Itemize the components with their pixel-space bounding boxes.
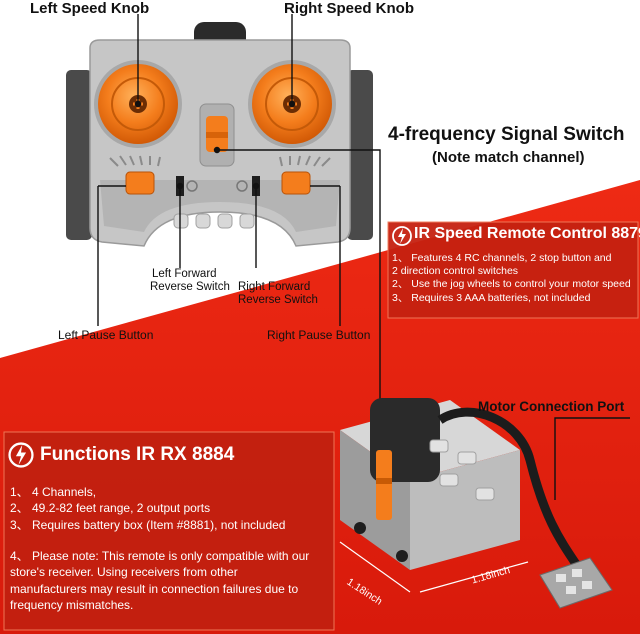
list-item: 2、 Use the jog wheels to control your mo… — [392, 278, 631, 291]
list-item: 2 direction control switches — [392, 265, 519, 278]
label-right-speed-knob: Right Speed Knob — [284, 0, 414, 17]
label-left-pause: Left Pause Button — [58, 328, 154, 342]
remote-control — [66, 22, 373, 247]
functions-panel-title: Functions IR RX 8884 — [40, 444, 235, 465]
list-item: 1、 Features 4 RC channels, 2 stop button… — [392, 252, 612, 264]
list-item: 3、 Requires 3 AAA batteries, not include… — [392, 291, 591, 304]
note-line: frequency mismatches. — [10, 597, 134, 612]
ir-panel-title: IR Speed Remote Control 8879 — [414, 225, 640, 242]
label-motor-port: Motor Connection Port — [478, 399, 625, 414]
ir-remote-panel: IR Speed Remote Control 8879 1、 Features… — [388, 222, 640, 318]
list-item: 1、 4 Channels, — [10, 485, 97, 499]
ir-panel-list: 1、 Features 4 RC channels, 2 stop button… — [392, 252, 631, 305]
note-line: 4、 Please note: This remote is only comp… — [10, 549, 310, 563]
label-left-forward-line1: Left Forward — [152, 268, 217, 280]
functions-panel-list: 1、 4 Channels, 2、 49.2-82 feet range, 2 … — [10, 484, 286, 533]
label-left-forward-reverse: Left Forward Reverse Switch — [150, 268, 230, 294]
label-signal-switch-note: (Note match channel) — [432, 149, 585, 166]
list-item: 3、 Requires battery box (Item #8881), no… — [10, 517, 286, 532]
label-right-forward-line1: Right Forward — [238, 281, 311, 293]
note-line: store's receiver. Using receivers from o… — [10, 565, 238, 580]
lightning-bolt-icon — [8, 442, 34, 468]
label-right-forward-reverse: Right Forward Reverse Switch — [238, 281, 318, 307]
label-right-pause: Right Pause Button — [267, 328, 371, 342]
lightning-bolt-icon — [392, 226, 412, 246]
functions-panel-note: 4、 Please note: This remote is only comp… — [10, 548, 309, 613]
label-signal-switch: 4-frequency Signal Switch — [388, 124, 625, 145]
receiver — [339, 398, 613, 609]
label-left-speed-knob: Left Speed Knob — [30, 0, 150, 17]
functions-panel: Functions IR RX 8884 1、 4 Channels, 2、 4… — [4, 432, 334, 630]
label-right-forward-line2: Reverse Switch — [238, 294, 318, 306]
note-line: manufacturers may result in connection f… — [10, 581, 299, 596]
label-left-forward-line2: Reverse Switch — [150, 281, 230, 293]
list-item: 2、 49.2-82 feet range, 2 output ports — [10, 501, 211, 516]
